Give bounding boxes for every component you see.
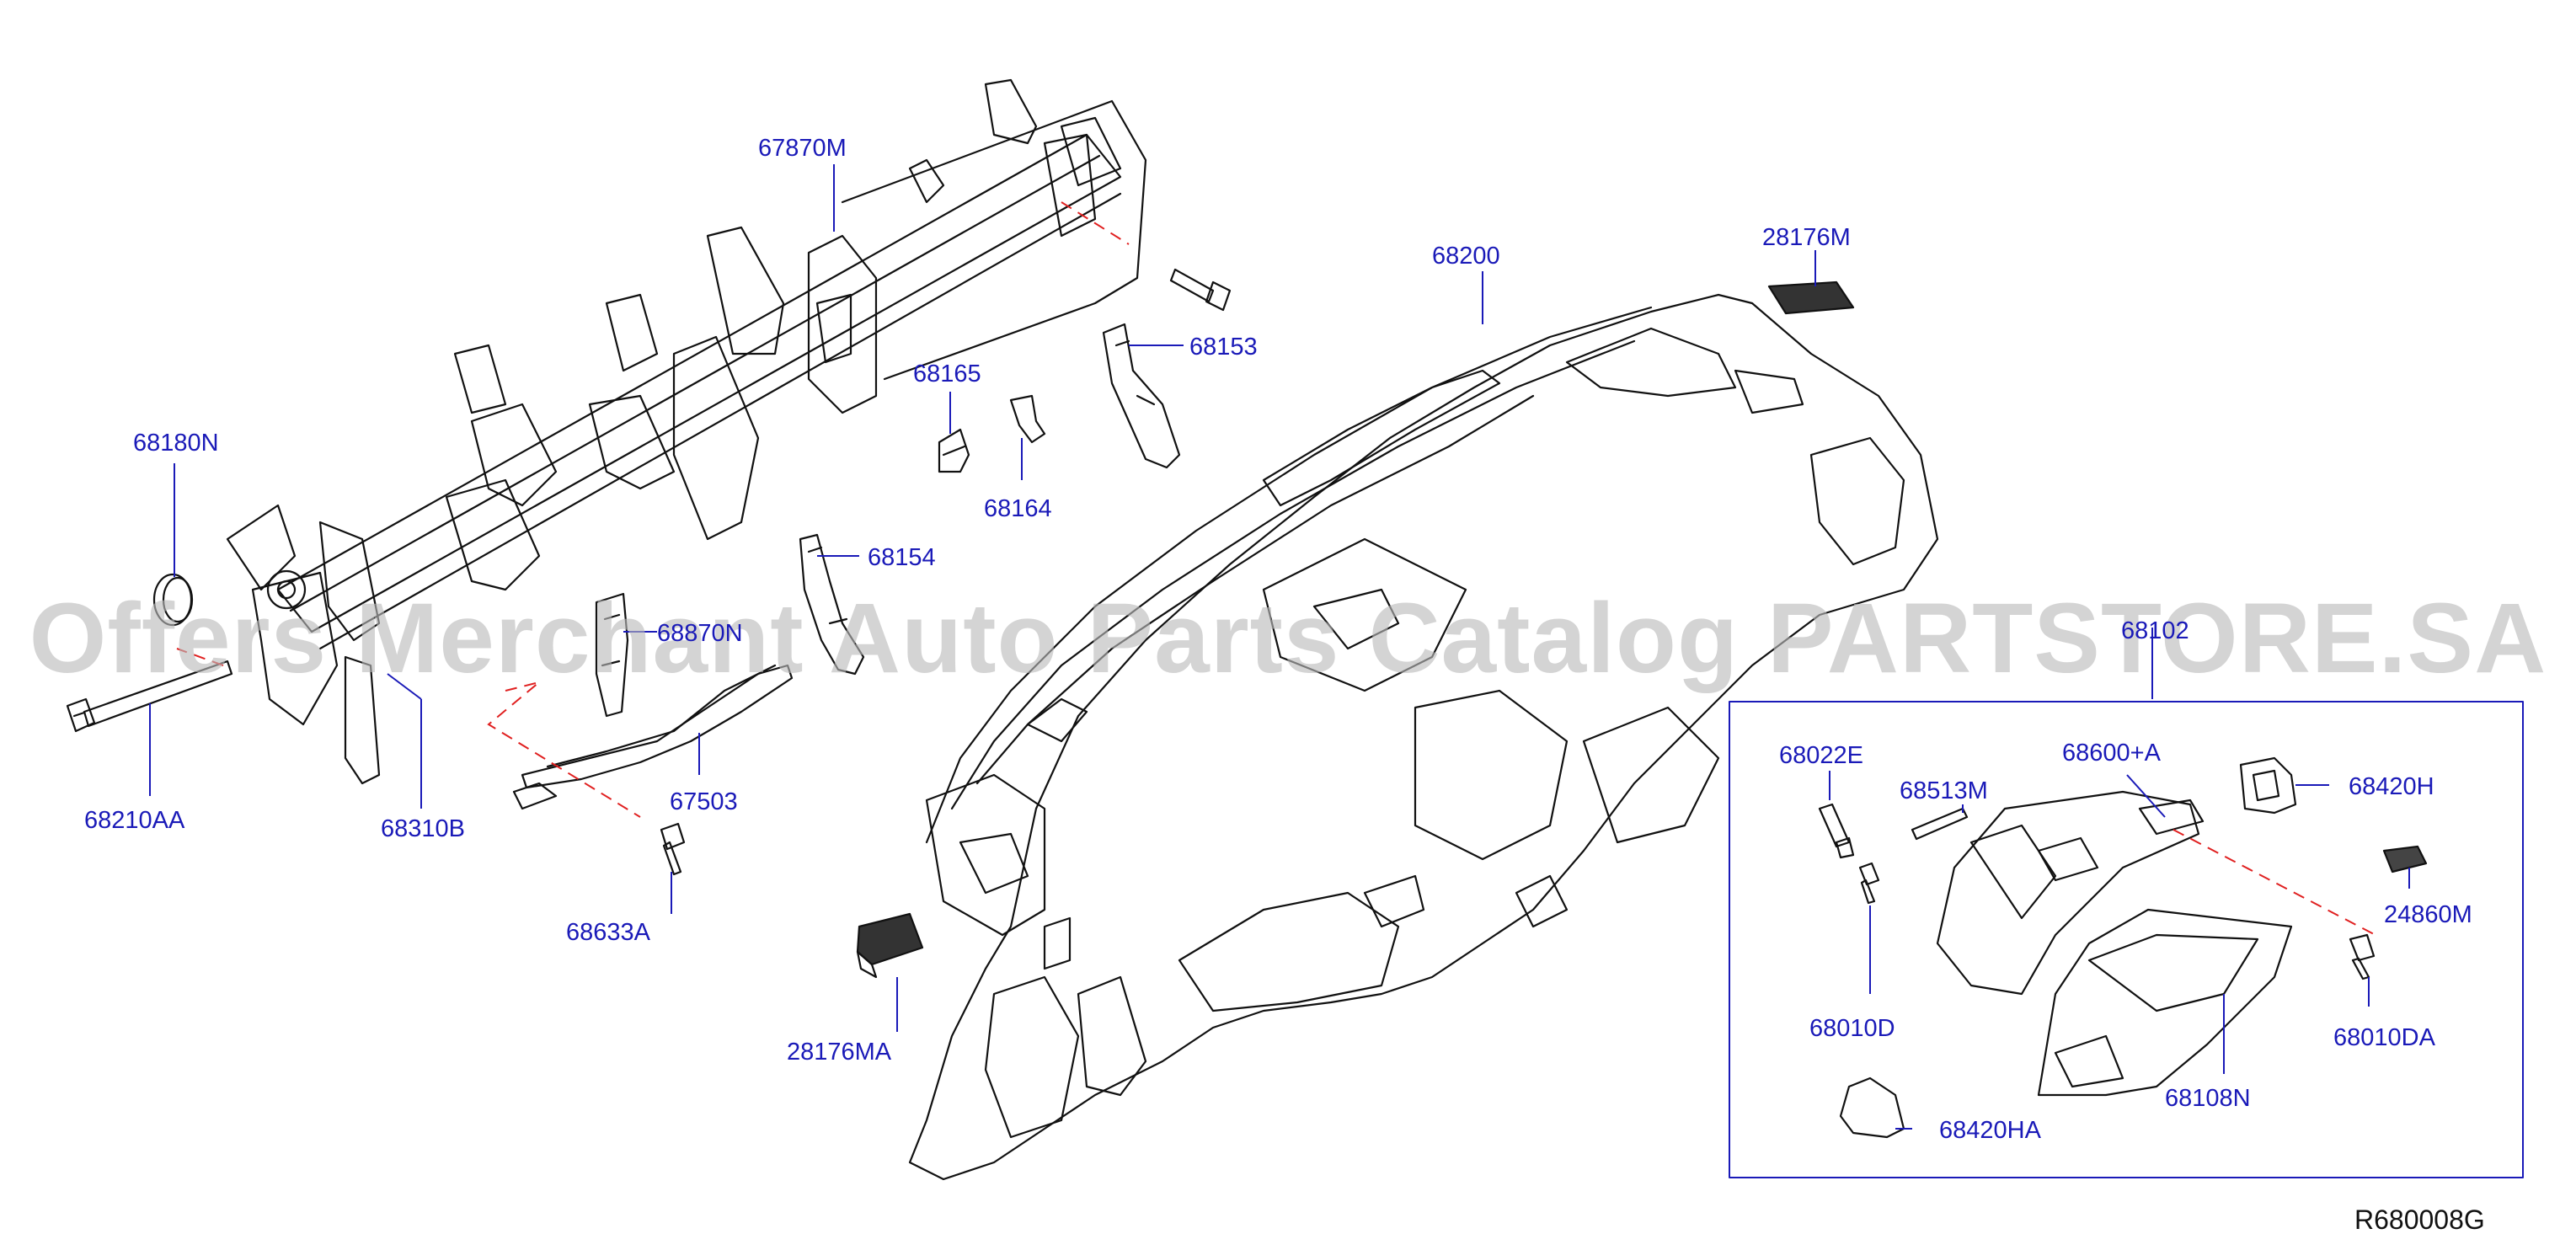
bolt-upper-right[interactable] [1171, 270, 1230, 310]
callout-68154[interactable]: 68154 [868, 544, 936, 571]
bracket-68164[interactable] [1011, 396, 1045, 442]
bolt-68010D[interactable] [1860, 863, 1879, 903]
stopper-68513M[interactable] [1912, 809, 1967, 839]
screw-68022E[interactable] [1820, 804, 1853, 857]
callout-68600A[interactable]: 68600+A [2062, 740, 2161, 767]
bracket-68154[interactable] [800, 535, 863, 674]
callout-28176M[interactable]: 28176M [1762, 224, 1851, 251]
callout-24860M[interactable]: 24860M [2384, 901, 2472, 928]
steering-member-67870M[interactable] [227, 80, 1146, 783]
callout-68310B[interactable]: 68310B [381, 815, 465, 842]
bracket-68165[interactable] [939, 430, 969, 472]
callout-68420HA[interactable]: 68420HA [1939, 1117, 2041, 1144]
diagram-reference-code: R680008G [2354, 1205, 2485, 1235]
callout-68513M[interactable]: 68513M [1900, 777, 1988, 804]
callout-28176MA[interactable]: 28176MA [787, 1039, 892, 1066]
callout-68210AA[interactable]: 68210AA [84, 807, 185, 834]
callout-68633A[interactable]: 68633A [566, 919, 650, 946]
callout-68180N[interactable]: 68180N [133, 430, 219, 457]
callout-68420H[interactable]: 68420H [2349, 773, 2434, 800]
callout-68022E[interactable]: 68022E [1779, 742, 1863, 769]
callout-68164[interactable]: 68164 [984, 495, 1052, 522]
bolt-68210AA[interactable] [67, 661, 232, 731]
bolt-68010DA[interactable] [2350, 935, 2374, 979]
callout-68010DA[interactable]: 68010DA [2333, 1024, 2435, 1051]
bracket-68420HA[interactable] [1841, 1078, 1904, 1137]
callout-67503[interactable]: 67503 [670, 788, 738, 815]
callout-68165[interactable]: 68165 [913, 361, 981, 387]
callout-68102[interactable]: 68102 [2121, 617, 2189, 644]
callout-68108N[interactable]: 68108N [2165, 1085, 2251, 1112]
grille-28176M[interactable] [1769, 282, 1853, 313]
callout-68010D[interactable]: 68010D [1809, 1015, 1895, 1042]
instrument-panel-68200[interactable] [910, 295, 1937, 1179]
callout-68153[interactable]: 68153 [1189, 334, 1258, 361]
grille-28176MA[interactable] [858, 914, 922, 977]
callout-leaders [149, 164, 2410, 1130]
dashed-leaders [176, 201, 2376, 936]
callout-68870N[interactable]: 68870N [657, 620, 743, 647]
lamp-24860M[interactable] [2384, 847, 2426, 872]
bracket-68153[interactable] [1104, 324, 1179, 467]
bolt-68633A[interactable] [661, 824, 684, 874]
bracket-68420H[interactable] [2241, 758, 2295, 813]
callout-67870M[interactable]: 67870M [758, 135, 847, 162]
glove-box-68600A[interactable] [1937, 792, 2203, 994]
cap-68180N[interactable] [154, 574, 192, 625]
duct-67503[interactable] [514, 665, 792, 809]
glove-box-lid-68108N[interactable] [2039, 910, 2291, 1095]
callout-68200[interactable]: 68200 [1432, 243, 1500, 270]
bracket-68870N[interactable] [596, 594, 628, 716]
